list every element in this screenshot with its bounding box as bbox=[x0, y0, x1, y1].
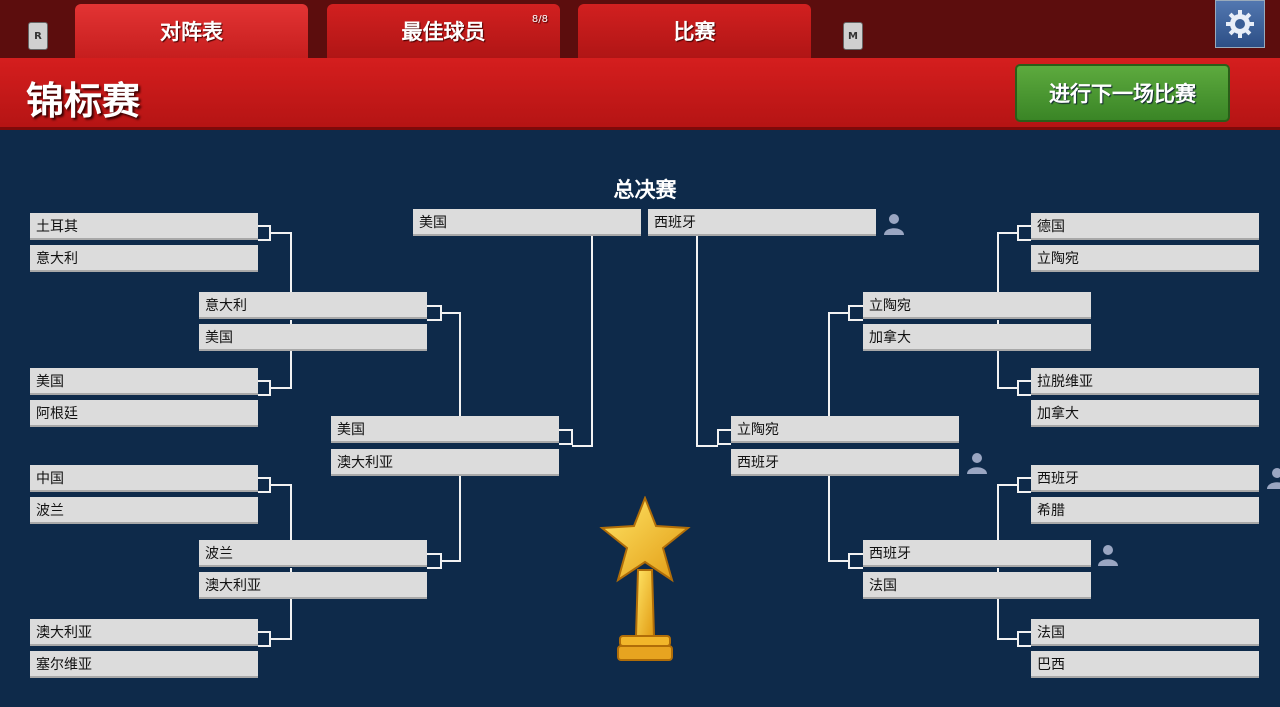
page-title: 锦标赛 bbox=[26, 79, 141, 123]
hotkey-m-hint: M bbox=[843, 22, 863, 50]
person-icon bbox=[1267, 468, 1280, 489]
top-tab-bar: R 对阵表 最佳球员 8/8 比赛 M bbox=[0, 0, 1280, 58]
page-header: 锦标赛 进行下一场比赛 bbox=[0, 58, 1280, 130]
tournament-bracket: 总决赛 美国 西班牙 土耳其 意大利 美国 阿根廷 中国 波兰 澳大利亚 塞尔维… bbox=[0, 130, 1280, 707]
tab-best-players[interactable]: 最佳球员 8/8 bbox=[327, 4, 560, 58]
left-r16-slot-1: 土耳其 bbox=[30, 213, 258, 240]
right-r16-slot-6: 希腊 bbox=[1031, 497, 1259, 524]
left-sf-slot-2: 澳大利亚 bbox=[331, 449, 559, 476]
left-r16-slot-3: 美国 bbox=[30, 368, 258, 395]
tab-matches[interactable]: 比赛 bbox=[578, 4, 811, 58]
person-icon bbox=[967, 453, 987, 474]
tab-bracket[interactable]: 对阵表 bbox=[75, 4, 308, 58]
gear-icon bbox=[1226, 10, 1254, 38]
star-trophy-icon bbox=[599, 496, 691, 661]
final-round-title: 总决赛 bbox=[613, 178, 677, 202]
right-sf-slot-2: 西班牙 bbox=[731, 449, 959, 476]
tab-best-players-label: 最佳球员 bbox=[401, 20, 486, 44]
left-r16-slot-8: 塞尔维亚 bbox=[30, 651, 258, 678]
hotkey-r-hint: R bbox=[28, 22, 48, 50]
left-r16-slot-5: 中国 bbox=[30, 465, 258, 492]
tab-best-players-badge: 8/8 bbox=[531, 14, 548, 25]
right-r16-slot-8: 巴西 bbox=[1031, 651, 1259, 678]
left-r16-slot-6: 波兰 bbox=[30, 497, 258, 524]
person-icon bbox=[1098, 545, 1118, 566]
left-qf-slot-1: 意大利 bbox=[199, 292, 427, 319]
left-qf-slot-4: 澳大利亚 bbox=[199, 572, 427, 599]
left-qf-slot-2: 美国 bbox=[199, 324, 427, 351]
right-qf-slot-3: 西班牙 bbox=[863, 540, 1091, 567]
play-next-match-button[interactable]: 进行下一场比赛 bbox=[1015, 64, 1230, 122]
right-sf-slot-1: 立陶宛 bbox=[731, 416, 959, 443]
right-r16-slot-7: 法国 bbox=[1031, 619, 1259, 646]
right-r16-slot-4: 加拿大 bbox=[1031, 400, 1259, 427]
right-r16-slot-2: 立陶宛 bbox=[1031, 245, 1259, 272]
person-icon bbox=[884, 214, 904, 235]
left-r16-slot-2: 意大利 bbox=[30, 245, 258, 272]
final-slot-left: 美国 bbox=[413, 209, 641, 236]
left-qf-slot-3: 波兰 bbox=[199, 540, 427, 567]
right-r16-slot-3: 拉脱维亚 bbox=[1031, 368, 1259, 395]
final-slot-right: 西班牙 bbox=[648, 209, 876, 236]
right-r16-slot-5: 西班牙 bbox=[1031, 465, 1259, 492]
left-r16-slot-7: 澳大利亚 bbox=[30, 619, 258, 646]
right-qf-slot-4: 法国 bbox=[863, 572, 1091, 599]
right-qf-slot-1: 立陶宛 bbox=[863, 292, 1091, 319]
right-r16-slot-1: 德国 bbox=[1031, 213, 1259, 240]
tab-bracket-label: 对阵表 bbox=[160, 20, 223, 44]
left-r16-slot-4: 阿根廷 bbox=[30, 400, 258, 427]
settings-button[interactable] bbox=[1215, 0, 1265, 48]
tab-matches-label: 比赛 bbox=[673, 20, 716, 44]
left-sf-slot-1: 美国 bbox=[331, 416, 559, 443]
right-qf-slot-2: 加拿大 bbox=[863, 324, 1091, 351]
